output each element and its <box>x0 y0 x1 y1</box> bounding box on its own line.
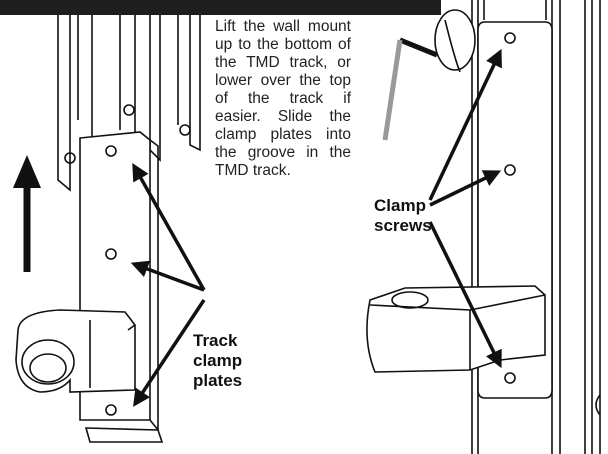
clamp-screws-label: Clamp screws <box>374 196 464 236</box>
label-line: Clamp <box>374 196 426 215</box>
left-track-assembly <box>15 15 201 443</box>
label-line: screws <box>374 216 432 235</box>
label-line: plates <box>193 371 243 390</box>
track-clamp-plates-label: Track clamp plates <box>193 331 283 391</box>
label-line: Track <box>193 331 238 350</box>
label-line: clamp <box>193 351 243 370</box>
clamp-screws-arrows <box>428 48 502 369</box>
track-clamp-plates-arrows <box>130 162 206 407</box>
header-bar <box>0 0 441 15</box>
lift-arrow-icon <box>13 155 41 272</box>
installation-instructions: Lift the wall mount up to the bottom of … <box>215 18 351 179</box>
